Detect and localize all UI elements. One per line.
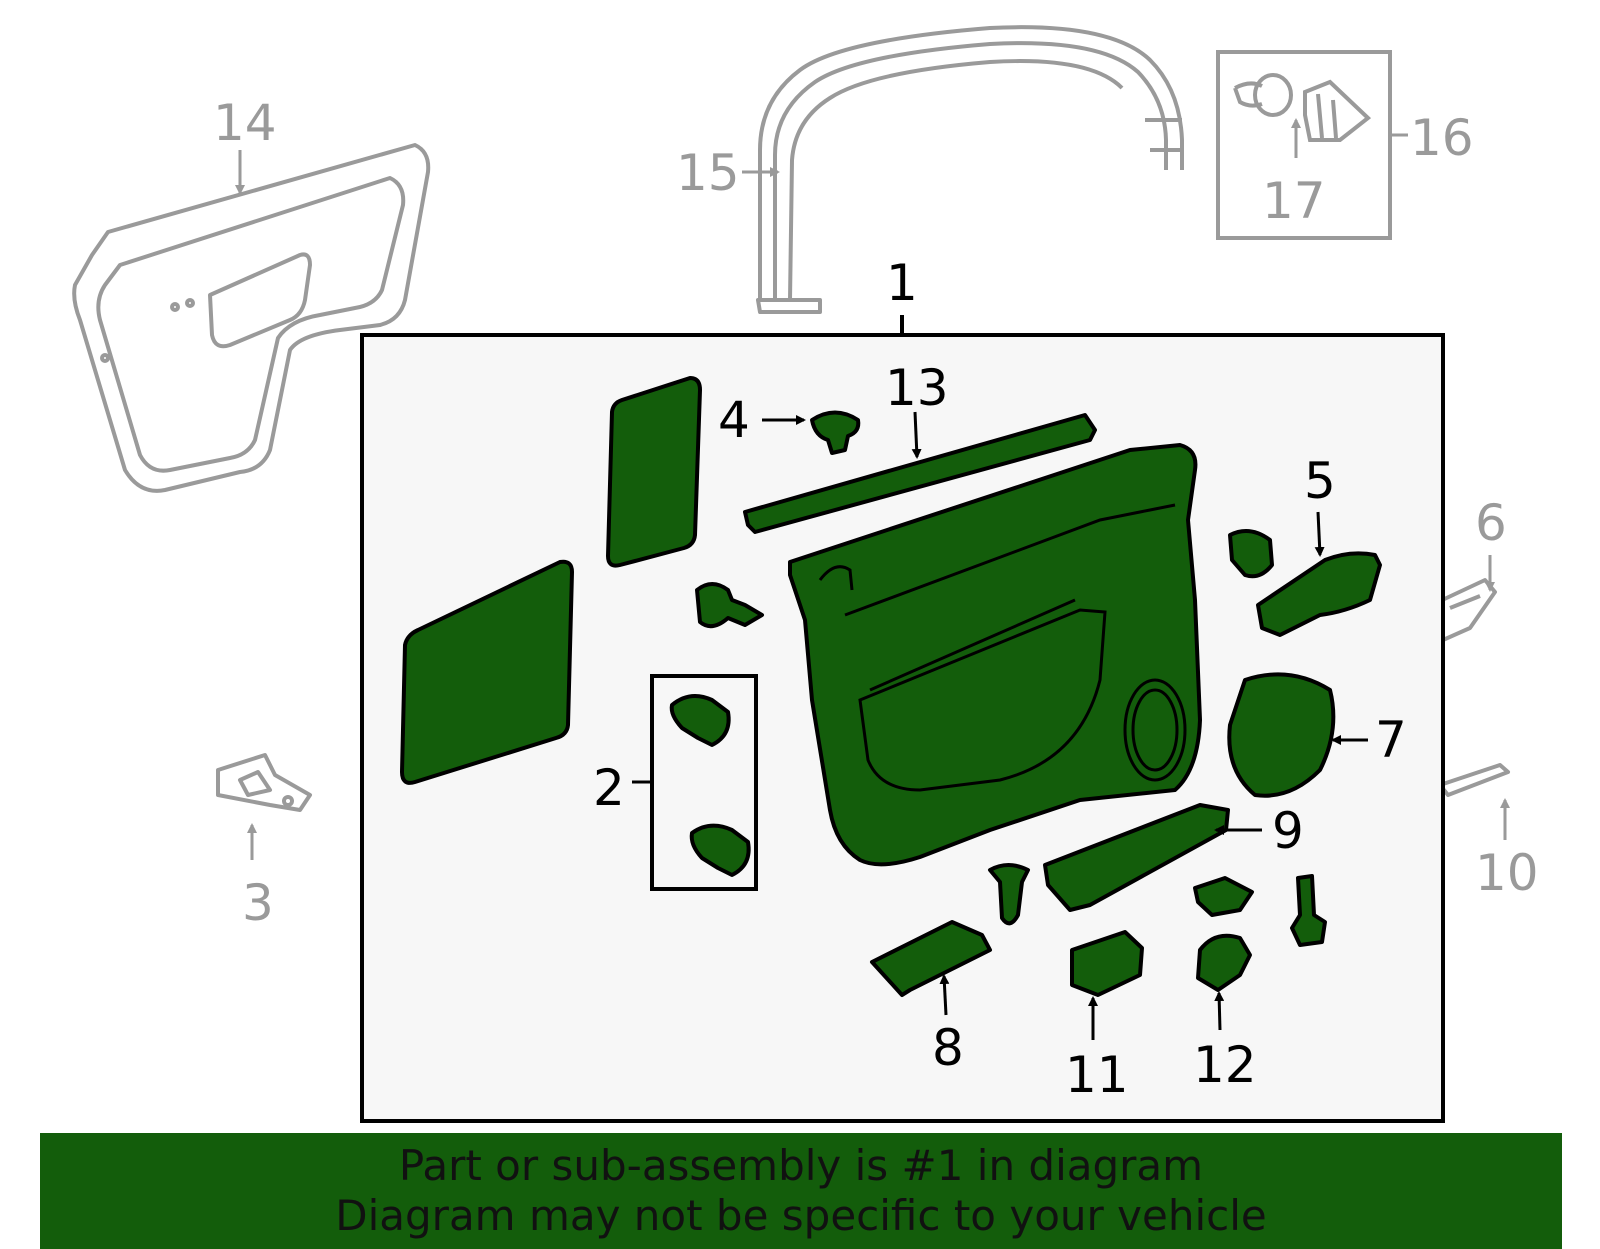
callout-13: 13 [885, 359, 949, 417]
part-8-trim-piece [870, 920, 992, 997]
callout-3: 3 [242, 874, 274, 932]
callout-15: 15 [676, 144, 740, 202]
callout-1: 1 [886, 254, 918, 312]
callout-6: 6 [1475, 494, 1507, 552]
leader-lines-dark [632, 411, 1368, 1040]
part-15-weatherstrip [756, 25, 1184, 314]
part-10-trim-strip [1438, 763, 1510, 797]
callout-16: 16 [1410, 109, 1474, 167]
leader-lines-grey [235, 118, 1510, 860]
callout-8: 8 [932, 1019, 964, 1077]
callout-14: 14 [213, 94, 277, 152]
callout-12: 12 [1193, 1036, 1257, 1094]
part-12-switch [1196, 933, 1252, 992]
screw-center [988, 863, 1030, 926]
part-7-speaker-grille [1227, 672, 1336, 798]
callout-7: 7 [1375, 711, 1407, 769]
callout-11: 11 [1065, 1046, 1129, 1104]
panel-detail-lines [818, 503, 1187, 792]
callout-17: 17 [1262, 172, 1326, 230]
part-2-fastener-lower [689, 823, 751, 877]
part-13-belt-molding [743, 413, 1097, 534]
sound-pad-lower [400, 559, 574, 785]
part-5-door-handle [1256, 551, 1382, 637]
notice-line-2: Diagram may not be specific to your vehi… [335, 1191, 1267, 1240]
part-4-push-pin [810, 410, 861, 455]
sound-pad-upper [606, 376, 702, 568]
part-11-switch [1070, 930, 1144, 997]
part-6-clip [1436, 578, 1497, 642]
part-1-door-trim-panel [788, 443, 1202, 867]
part-3-bracket [216, 753, 312, 812]
notice-banner: Part or sub-assembly is #1 in diagram Di… [40, 1133, 1562, 1249]
callout-4: 4 [718, 391, 750, 449]
callout-10: 10 [1475, 844, 1539, 902]
part-14-water-deflector [72, 143, 431, 493]
screw-left [695, 582, 764, 629]
part-16-17-detail-box [1216, 50, 1392, 240]
highlighted-parts [400, 376, 1382, 997]
callout-5: 5 [1304, 452, 1336, 510]
part-9-switch-bezel [1043, 803, 1230, 912]
clip-upper [1193, 876, 1254, 917]
notice-line-1: Part or sub-assembly is #1 in diagram [398, 1141, 1204, 1190]
callout-2: 2 [593, 759, 625, 817]
callout-9: 9 [1272, 802, 1304, 860]
bolt-right [1290, 874, 1327, 947]
grommet [1228, 529, 1274, 579]
part-2-fastener-upper [669, 694, 731, 747]
